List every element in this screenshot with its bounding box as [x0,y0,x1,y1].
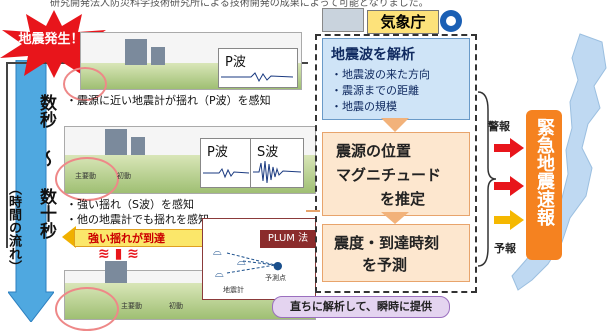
seismometer-label: 地震計 [223,286,244,294]
p-wave-chart-1: P波 [218,48,298,88]
jma-process-frame [315,34,477,293]
analysis-item: ・地震の規模 [331,100,397,113]
s-waveform [253,160,301,184]
p-waveform [203,167,249,179]
analysis-title: 地震波を解析 [331,47,415,63]
p-wave-label: P波 [225,55,246,70]
p-waveform [221,72,293,83]
initial-motion-label: 初動 [117,172,131,180]
eew-label: 緊急地震速報 [534,118,555,226]
jma-label: 気象庁 [367,10,439,34]
estimation-line: マグニチュード [336,166,442,184]
jma-logo-inner [446,16,456,26]
estimation-line: を推定 [380,190,426,208]
s-wave-label: S波 [257,145,279,160]
building-icon [105,261,127,283]
eew-box [526,110,562,260]
main-motion-label: 主要動 [75,172,96,180]
building-icon [151,47,165,65]
prediction-box [322,224,470,282]
prediction-line: 震度・到達時刻 [334,234,440,252]
strong-shaking-arrow-icon [62,226,76,248]
building-icon [131,137,145,155]
p-wave-label: P波 [207,145,228,160]
analysis-item: ・震源までの距離 [331,84,419,97]
scene-2-description-2: ・他の地震計でも揺れを感知 [66,213,209,226]
analysis-box [322,38,470,120]
estimation-line: 震源の位置 [336,142,412,160]
time-tilde-label: ～ [36,150,56,167]
warning-arrow-icon [494,176,524,196]
seismic-ripple-icon [55,157,119,201]
jma-building-icon [322,8,364,32]
s-wave-chart: S波 [250,138,304,188]
plum-method-panel: ⌓ ⌓ ⌓ ● 地震計 予測点 [202,218,316,300]
seismic-ripple-icon [63,67,107,101]
scene-1-description: ・震源に近い地震計が揺れ（P波）を感知 [66,94,271,107]
estimation-box [322,132,470,216]
bottom-banner: 直ちに解析して、瞬時に提供 [272,296,450,318]
initial-motion-label: 初動 [169,302,183,310]
seismometer-icon: ⌓ [213,245,222,258]
scene-2-description-1: ・強い揺れ（S波）を感知 [66,198,194,211]
earthquake-occurred-label: 地震発生！ [18,32,84,47]
building-icon [105,129,127,155]
plum-method-tag: PLUM 法 [260,230,316,248]
forecast-arrow-icon [494,210,524,230]
main-motion-label: 主要動 [121,302,142,310]
seismic-ripple-icon [55,287,119,331]
forecast-label: 予報 [494,242,516,255]
forecast-point-icon: ● [273,259,283,272]
link-arrow [306,210,320,212]
time-flow-label: （時間の流れ） [6,182,21,273]
analysis-item: ・地震波の来た方向 [331,68,430,81]
header-note: 研究開発法人防災科学技術研究所による技術開発の成果によって可能となりました。 [50,0,429,9]
flow-arrow-down-icon [381,118,409,132]
seismometer-icon: ⌓ [237,255,246,268]
time-arrow [8,60,54,322]
plum-link-lines [226,252,276,274]
p-wave-chart-2: P波 [200,138,252,188]
warning-arrow-icon [494,138,524,158]
prediction-line: を予測 [362,256,408,274]
shaking-building-icon: ≋ ▮ ≋ [98,246,139,262]
flow-arrow-down-icon [381,212,409,224]
strong-shaking-label: 強い揺れが到達 [88,232,165,245]
time-tens-seconds-label: 数十秒 [36,188,56,239]
forecast-point-label: 予測点 [265,274,286,282]
time-seconds-label: 数秒 [36,94,56,128]
seismometer-icon: ⌓ [215,267,224,280]
output-brace [477,91,496,267]
japan-map [511,33,607,291]
warning-label: 警報 [488,120,510,133]
building-icon [125,39,147,65]
